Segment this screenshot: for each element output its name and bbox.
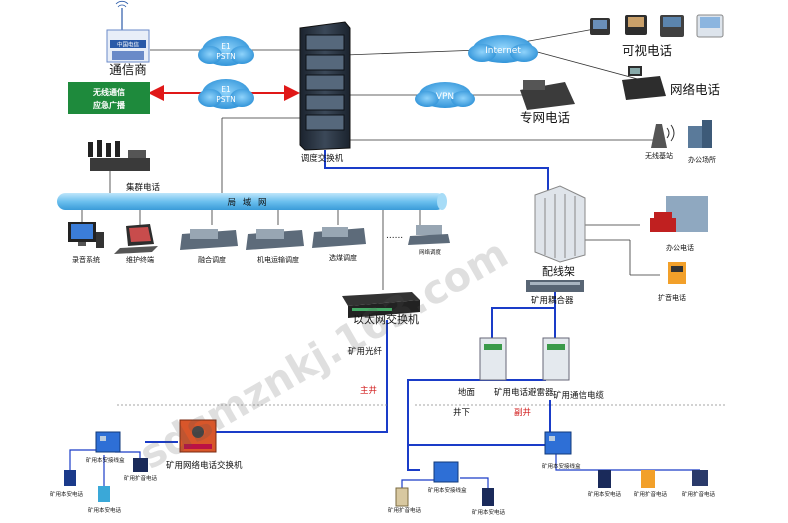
video-phone-label: 可视电话 <box>622 43 672 58</box>
cloud-e1-pstn-1: E1 PSTN <box>198 36 254 66</box>
internet-label: Internet <box>485 46 521 56</box>
is-line-box-1-label: 矿用本安接线盒 <box>86 456 125 464</box>
network-dispatch-icon <box>408 225 450 245</box>
private-phone-icon <box>520 80 575 110</box>
phone-4-icon <box>598 470 611 488</box>
main-shaft-label: 主井 <box>360 385 377 396</box>
private-phone-label: 专网电话 <box>520 110 570 125</box>
office-building-icon <box>688 120 712 148</box>
vpn-label: VPN <box>436 92 454 102</box>
maintenance-terminal-icon <box>114 224 158 254</box>
e1-label-1: E1 <box>221 42 231 51</box>
cloud-vpn: VPN <box>415 82 475 108</box>
is-phone-1-label: 矿用本安电话 <box>50 490 84 498</box>
pstn-label-1: PSTN <box>216 52 235 61</box>
phone-1-icon <box>64 470 76 486</box>
speaker-2-icon <box>395 487 409 507</box>
dispatch-switch-label: 调度交换机 <box>301 153 344 164</box>
mech-transport-dispatch-label: 机电运输调度 <box>257 255 299 264</box>
ellipsis-dots: ...... <box>386 231 403 241</box>
underground-label: 井下 <box>453 407 471 418</box>
lan-bar <box>57 193 447 210</box>
line-box-2-icon <box>544 431 572 455</box>
office-phone-icon <box>650 196 708 232</box>
is-phone-4-label: 矿用本安电话 <box>588 490 622 498</box>
phone-2-icon <box>98 486 110 502</box>
watermark-text: sdsmznkj.163.com <box>132 230 516 478</box>
is-line-box-2-label: 矿用本安接线盒 <box>542 462 581 470</box>
network-phone-icon <box>622 66 666 100</box>
telecom-logo-text: 中国电信 <box>117 41 140 49</box>
mine-fiber-label: 矿用光纤 <box>348 346 383 357</box>
mine-phone-arrester-label: 矿用电话避雷器 <box>494 387 554 398</box>
mine-comm-cable-label: 矿用通信电缆 <box>553 390 605 401</box>
coal-wash-dispatch-icon <box>312 227 366 248</box>
recording-system-icon <box>68 222 104 248</box>
coal-wash-dispatch-label: 选煤调度 <box>329 253 357 262</box>
distribution-frame-label: 配线架 <box>542 264 575 278</box>
distribution-frame-icon <box>534 185 586 263</box>
lan-label: 局 域 网 <box>228 197 269 208</box>
speaker-phone-1-label: 矿用扩音电话 <box>124 474 158 482</box>
fusion-dispatch-icon <box>180 229 238 250</box>
office-phone-label: 办公电话 <box>666 243 694 252</box>
ground-label: 地面 <box>458 387 476 398</box>
maintenance-terminal-label: 维护终端 <box>126 255 154 264</box>
is-phone-3-label: 矿用本安电话 <box>472 508 506 516</box>
office-place-label: 办公场所 <box>688 155 716 164</box>
speaker-phone-icon <box>668 262 686 284</box>
network-phone-label: 网络电话 <box>670 82 720 97</box>
e1-label-2: E1 <box>221 85 231 94</box>
speaker-phone-label: 扩音电话 <box>658 293 686 302</box>
wireless-broadcast-box <box>68 82 150 114</box>
is-phone-2-label: 矿用本安电话 <box>88 506 122 514</box>
speaker-phone-4-label: 矿用扩音电话 <box>682 490 716 498</box>
line-box-1-icon <box>95 431 121 453</box>
cloud-e1-pstn-2: E1 PSTN <box>198 79 254 109</box>
trunk-phone-label: 集群电话 <box>126 182 161 193</box>
mech-transport-dispatch-icon <box>246 229 304 250</box>
is-line-box-3-label: 矿用本安接线盒 <box>428 486 467 494</box>
speaker-1-icon <box>133 458 148 472</box>
video-phone-icons <box>590 14 724 38</box>
speaker-3-icon <box>641 470 655 488</box>
mine-coupler-label: 矿用耦合器 <box>531 295 574 306</box>
wireless-base-icon <box>651 124 675 148</box>
pstn-label-2: PSTN <box>216 95 235 104</box>
comm-cable-cabinet-icon <box>542 337 570 381</box>
trunk-phone-icon <box>88 140 150 171</box>
mine-coupler-icon <box>526 280 584 292</box>
line-box-3-icon <box>433 461 459 483</box>
telecom-tower-icon: 中国电信 <box>106 0 150 63</box>
telecom-operator-label: 通信商 <box>109 62 147 77</box>
phone-arrester-cabinet-icon <box>479 337 507 381</box>
aux-shaft-label: 副井 <box>514 407 531 418</box>
wireless-broadcast-line2: 应急广播 <box>93 100 126 110</box>
speaker-4-icon <box>692 470 708 486</box>
speaker-phone-3-label: 矿用扩音电话 <box>634 490 668 498</box>
dispatch-switch-rack-icon <box>299 21 351 151</box>
ethernet-switch-icon <box>342 292 420 318</box>
wireless-base-label: 无线基站 <box>645 151 673 160</box>
wireless-broadcast-line1: 无线通信 <box>92 87 125 97</box>
recording-system-label: 录音系统 <box>72 255 100 264</box>
cloud-internet: Internet <box>468 35 538 63</box>
speaker-phone-2-label: 矿用扩音电话 <box>388 506 422 514</box>
phone-3-icon <box>482 488 494 506</box>
mine-network-switch-label: 矿用网络电话交换机 <box>166 460 243 471</box>
ethernet-switch-label: 以太网交换机 <box>353 312 419 326</box>
mine-network-switch-icon <box>179 419 217 453</box>
network-dispatch-label: 网络调度 <box>419 248 442 256</box>
fusion-dispatch-label: 融合调度 <box>198 255 226 264</box>
